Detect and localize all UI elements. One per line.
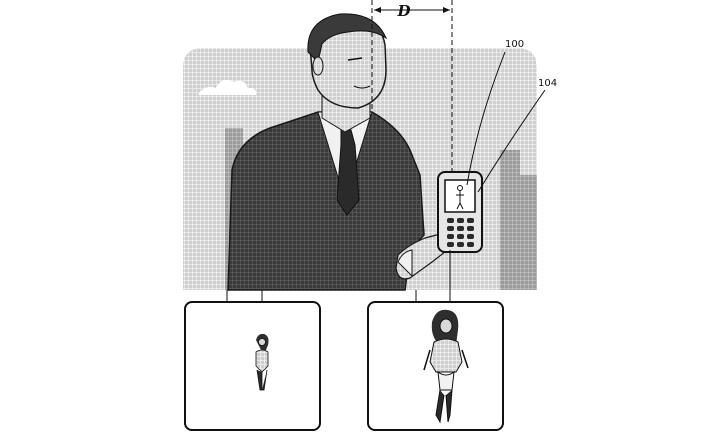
woman-figure-small [255,333,269,391]
display-panel-far [184,301,321,431]
man-figure [227,13,451,291]
hair [307,13,388,63]
display-panel-near [367,301,504,431]
phone-keypad [447,218,474,247]
mobile-phone [437,171,483,253]
dimension-label: D [396,2,410,20]
reference-numeral-100: 100 [505,39,524,50]
tie [336,129,360,216]
reference-numeral-104: 104 [538,78,557,89]
leader-lines [466,51,546,193]
cloud [198,80,257,95]
distance-dimension [371,0,453,175]
phone-display-figure [456,185,464,210]
woman-figure-large [423,309,469,424]
